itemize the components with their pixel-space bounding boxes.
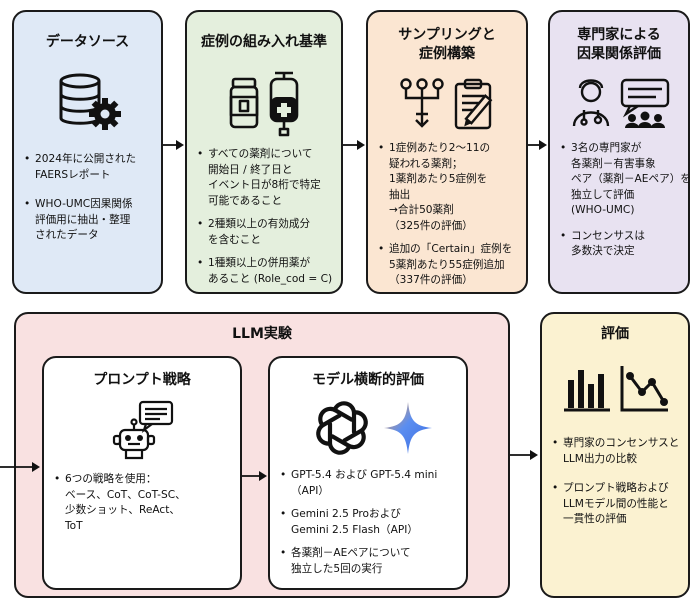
evaluation-title: 評価 — [601, 326, 629, 342]
robot-chat-icon — [112, 400, 174, 460]
arrow-right-icon — [242, 471, 267, 481]
bullet-item: コンセンサスは 多数決で決定 — [560, 229, 691, 260]
bullet-item: プロンプト戦略および LLMモデル間の性能と 一貫性の評価 — [552, 481, 679, 528]
arrow-right-icon — [510, 450, 538, 460]
cross-model-evaluation-title: モデル横断的評価 — [312, 372, 424, 388]
arrow-right-icon — [0, 462, 40, 472]
inclusion-criteria-title: 症例の組み入れ基準 — [201, 34, 327, 50]
bullet-item: 各薬剤－AEペアについて 独立した5回の実行 — [280, 546, 437, 577]
sampling-title: サンプリングと 症例構築 — [398, 27, 496, 62]
bullet-item: 2024年に公開された FAERSレポート — [24, 152, 136, 183]
bullet-item: 1種類以上の併用薬が あること (Role_cod = C) — [197, 256, 332, 287]
evaluation-box: 評価 専門家のコンセンサスと LLM出力の比較 プロンプト戦略および LLMモデ… — [540, 312, 690, 598]
data-source-bullets: 2024年に公開された FAERSレポート WHO-UMC因果関係 評価用に抽出… — [24, 152, 136, 252]
evaluation-bullets: 専門家のコンセンサスと LLM出力の比較 プロンプト戦略および LLMモデル間の… — [552, 436, 679, 536]
data-source-box: データソース 2024年に公開された FAERSレポ — [12, 10, 163, 294]
bar-line-chart-icon — [564, 366, 668, 412]
llm-experiment-title: LLM実験 — [232, 326, 292, 342]
prompt-strategy-bullets: 6つの戦略を使用： ベース、CoT、CoT-SC、 少数ショット、ReAct、 … — [54, 472, 186, 542]
inclusion-criteria-bullets: すべての薬剤について 開始日 / 終了日と イベント日が8桁で特定 可能であるこ… — [197, 147, 332, 295]
doctor-discussion-icon — [572, 78, 670, 128]
arrow-right-icon — [163, 140, 184, 150]
bullet-item: Gemini 2.5 Proおよび Gemini 2.5 Flash（API） — [280, 507, 437, 538]
bullet-item: 専門家のコンセンサスと LLM出力の比較 — [552, 436, 679, 467]
data-source-title: データソース — [45, 34, 130, 50]
sampling-box: サンプリングと 症例構築 1症例あたり2～11の 疑われる薬剤； 1薬剤あたり5… — [366, 10, 528, 294]
cross-model-evaluation-bullets: GPT-5.4 および GPT-5.4 mini （API） Gemini 2.… — [280, 468, 437, 585]
openai-logo-icon — [316, 401, 368, 455]
arrow-right-icon — [343, 140, 365, 150]
bullet-item: すべての薬剤について 開始日 / 終了日と イベント日が8桁で特定 可能であるこ… — [197, 147, 332, 209]
expert-assessment-title: 専門家による 因果関係評価 — [577, 27, 661, 62]
expert-assessment-bullets: 3名の専門家が 各薬剤－有害事象 ペア（薬剤－AEペア）を 独立して評価 (WH… — [560, 141, 691, 268]
bullet-item: GPT-5.4 および GPT-5.4 mini （API） — [280, 468, 437, 499]
prompt-strategy-title: プロンプト戦略 — [93, 372, 191, 388]
inclusion-criteria-box: 症例の組み入れ基準 すべての薬剤について 開始日 / 終了日と イベント日が8桁… — [185, 10, 343, 294]
gemini-star-icon — [384, 402, 432, 454]
bullet-item: 1症例あたり2～11の 疑われる薬剤； 1薬剤あたり5症例を 抽出 →合計50薬… — [378, 141, 512, 234]
cross-model-evaluation-box: モデル横断的評価 — [268, 356, 468, 590]
prompt-strategy-box: プロンプト戦略 6つの戦略を使用： ベース、CoT、CoT-SC、 少数ショ — [42, 356, 242, 590]
bullet-item: 3名の専門家が 各薬剤－有害事象 ペア（薬剤－AEペア）を 独立して評価 (WH… — [560, 141, 691, 219]
bullet-item: 6つの戦略を使用： ベース、CoT、CoT-SC、 少数ショット、ReAct、 … — [54, 472, 186, 534]
flowchart-clipboard-pen-icon — [400, 78, 493, 130]
sampling-bullets: 1症例あたり2～11の 疑われる薬剤； 1薬剤あたり5症例を 抽出 →合計50薬… — [378, 141, 512, 297]
expert-assessment-box: 専門家による 因果関係評価 3名の専門家が 各薬剤－有害事象 ペア（薬剤 — [548, 10, 691, 294]
bullet-item: 2種類以上の有効成分 を含むこと — [197, 217, 332, 248]
arrow-right-icon — [528, 140, 547, 150]
database-gear-icon — [59, 73, 121, 130]
llm-experiment-box: LLM実験 プロンプト戦略 6つの戦略を使用： ベース、CoT、CoT — [14, 312, 510, 598]
bullet-item: 追加の「Certain」症例を 5薬剤あたり55症例追加 （337件の評価） — [378, 242, 512, 289]
bullet-item: WHO-UMC因果関係 評価用に抽出・整理 されたデータ — [24, 197, 136, 244]
medicine-bottle-iv-bag-icon — [229, 71, 299, 137]
